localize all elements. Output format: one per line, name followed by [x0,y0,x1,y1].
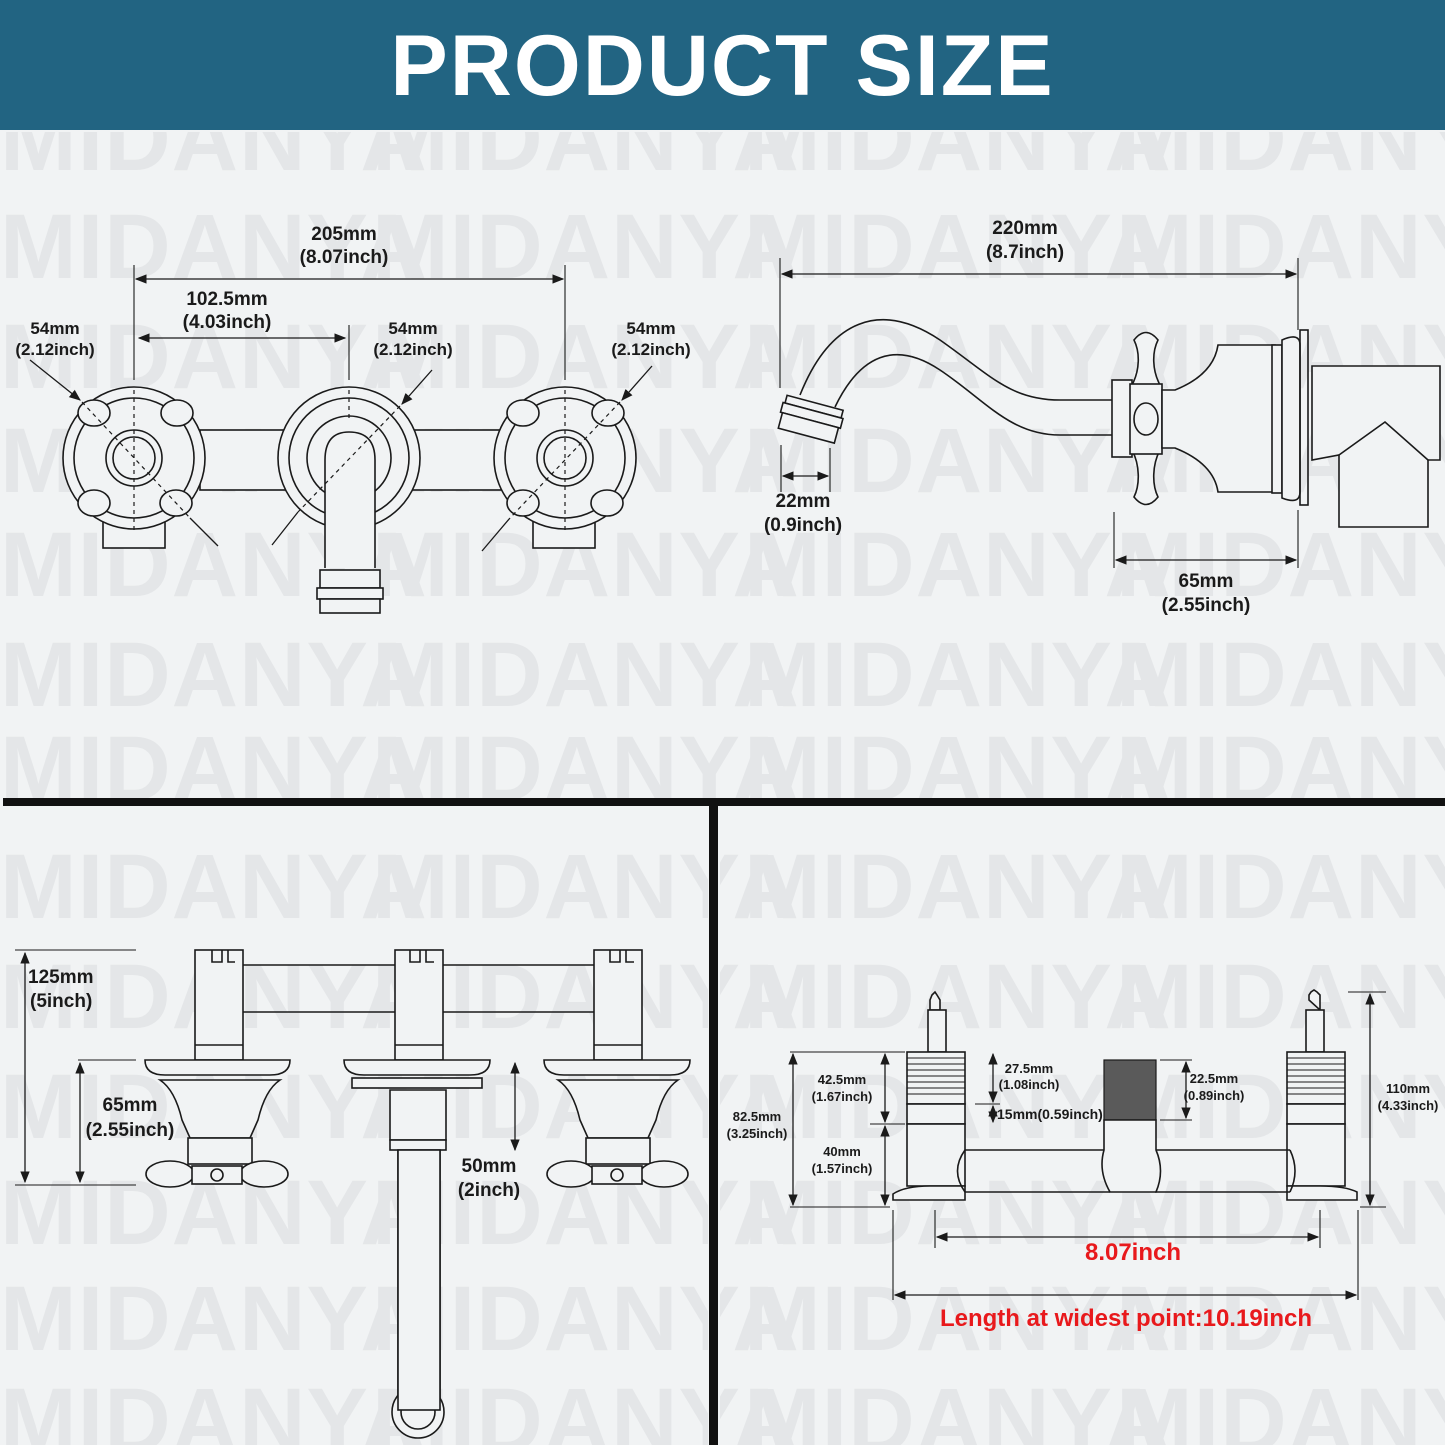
valve-d-mm: 22.5mm [1190,1071,1238,1086]
watermark-text: MIDANYA [0,1370,428,1445]
watermark-text: MIDANYA [0,1268,428,1370]
valve-a-mm: 42.5mm [818,1072,866,1087]
watermark-text: MIDANYA [744,306,1172,408]
top-height-in: (5inch) [30,991,92,1012]
side-reach-in: (8.7inch) [986,242,1064,263]
valve-b-in: (1.08inch) [999,1077,1060,1092]
side-depth-in: (2.55inch) [1162,595,1251,616]
top-spout-mm: 50mm [462,1156,517,1177]
valve-view-drawing [788,989,1386,1300]
watermark-text: MIDANYA [1116,1056,1445,1158]
watermark-text: MIDANYA [744,88,1172,190]
watermark-text: MIDANYA [372,196,800,298]
front-half-mm: 102.5mm [186,289,267,310]
front-view-drawing [29,265,653,614]
watermark-text: MIDANYA [1116,1162,1445,1264]
valve-g-in: (4.33inch) [1378,1098,1439,1113]
watermark-text: MIDANYA [0,624,428,726]
valve-g-mm: 110mm [1386,1081,1430,1096]
watermark-text: MIDANYA [372,836,800,938]
watermark-text: MIDANYA [372,1162,800,1264]
side-outlet-in: (0.9inch) [764,515,842,536]
top-handle-in: (2.55inch) [86,1120,175,1141]
watermark-text: MIDANYA [0,88,428,190]
valve-e-mm: 82.5mm [733,1109,781,1124]
watermark-text: MIDANYA [372,836,800,938]
front-half-in: (4.03inch) [183,312,272,333]
watermark-text: MIDANYA [372,1056,800,1158]
watermark-text: MIDANYA [1116,624,1445,726]
side-view-drawing [777,258,1441,568]
watermark-text: MIDANYA [744,718,1172,820]
watermark-text: MIDANYA [744,196,1172,298]
watermark-text: MIDANYA [1116,946,1445,1048]
center-spacing-label: 8.07inch [1085,1239,1181,1266]
top-height-mm: 125mm [28,967,94,988]
watermark-text: MIDANYA [1116,514,1445,616]
front-left-handle-in: (2.12inch) [15,340,94,359]
front-left-handle-mm: 54mm [30,319,79,338]
front-overall-mm: 205mm [311,224,377,245]
watermark-text: MIDANYA [372,946,800,1048]
front-right-handle-in: (2.12inch) [611,340,690,359]
watermark-text: MIDANYA [372,88,800,190]
side-outlet-mm: 22mm [776,491,831,512]
top-spout-in: (2inch) [458,1180,520,1201]
valve-e-in: (3.25inch) [727,1126,788,1141]
watermark-text: MIDANYA [744,1370,1172,1445]
top-view-drawing [15,949,691,1439]
valve-a-in: (1.67inch) [812,1089,873,1104]
valve-b-mm: 27.5mm [1005,1061,1053,1076]
side-reach-mm: 220mm [992,218,1058,239]
watermark-text: MIDANYA [372,1268,800,1370]
front-right-handle-mm: 54mm [626,319,675,338]
valve-c-text: 15mm(0.59inch) [997,1106,1103,1122]
page-title: PRODUCT SIZE [390,18,1055,114]
watermark-text: MIDANYA [0,836,428,938]
watermark-text: MIDANYA [372,1370,800,1445]
watermark-text: MIDANYA [1116,718,1445,820]
valve-d-in: (0.89inch) [1184,1088,1245,1103]
watermark-text: MIDANYA [744,1268,1172,1370]
watermark-text: MIDANYA [1116,88,1445,190]
widest-length-label: Length at widest point:10.19inch [940,1305,1312,1332]
watermark-text: MIDANYA [372,624,800,726]
top-handle-mm: 65mm [103,1095,158,1116]
front-center-in: (2.12inch) [373,340,452,359]
watermark-text: MIDANYA [372,718,800,820]
watermark-text: MIDANYA [1116,1268,1445,1370]
valve-f-mm: 40mm [823,1144,861,1159]
header-banner [0,0,1445,130]
valve-f-in: (1.57inch) [812,1161,873,1176]
watermark-text: MIDANYA [744,624,1172,726]
front-center-mm: 54mm [388,319,437,338]
horizontal-divider [3,798,1445,806]
watermark-text: MIDANYA [744,836,1172,938]
vertical-divider [709,806,718,1445]
watermark-text: MIDANYA [1116,836,1445,938]
watermark-text: MIDANYA [0,718,428,820]
front-overall-in: (8.07inch) [300,247,389,268]
watermark-text: MIDANYA [1116,196,1445,298]
side-depth-mm: 65mm [1179,571,1234,592]
watermark-text: MIDANYA [744,946,1172,1048]
watermark-text: MIDANYA [744,514,1172,616]
watermark-text: MIDANYA [1116,1370,1445,1445]
